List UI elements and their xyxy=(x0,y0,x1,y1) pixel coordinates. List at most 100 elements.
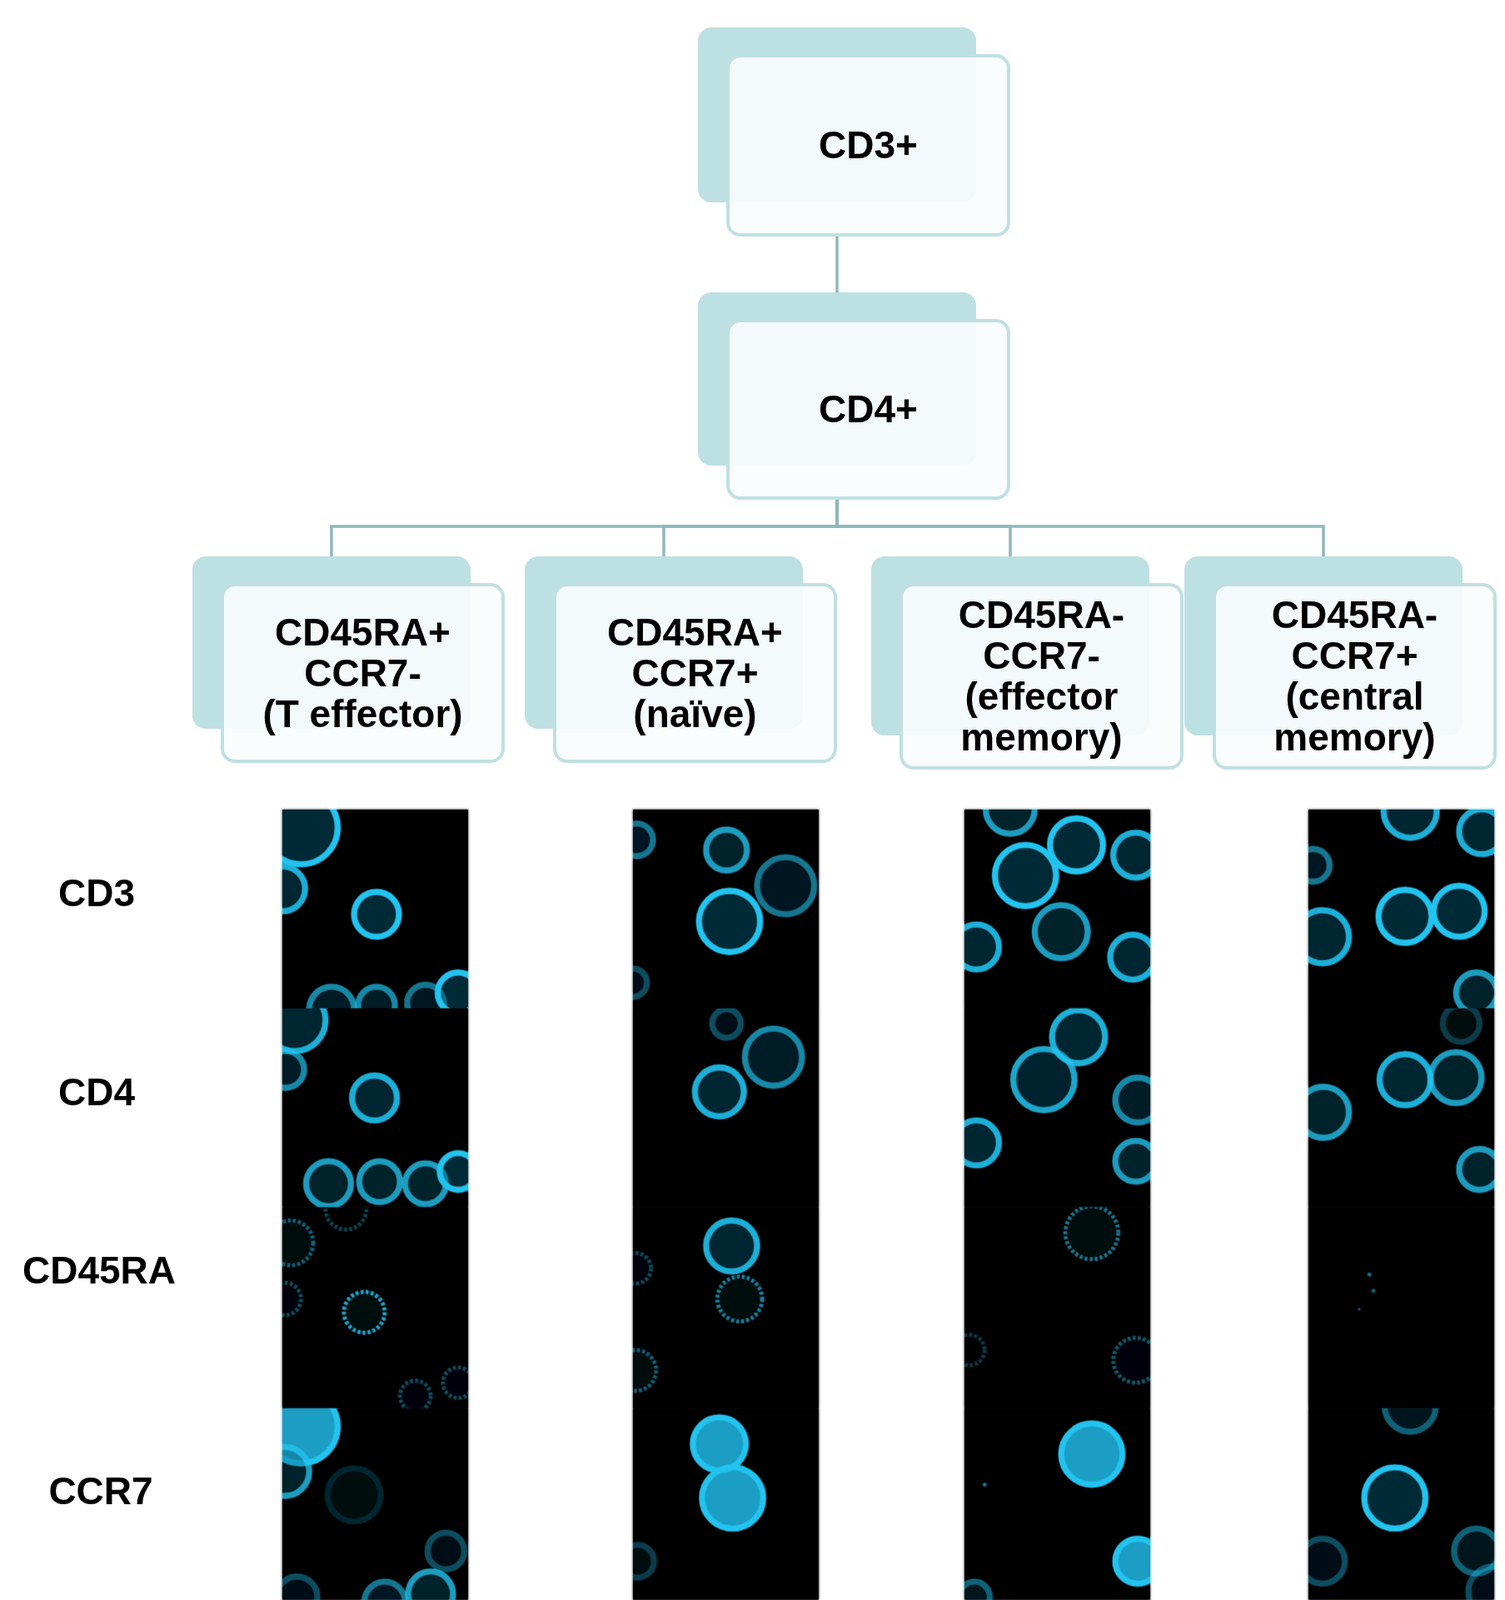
tree-box: CD45RA+ CCR7- (T effector) xyxy=(220,583,505,763)
text-line: (naïve) xyxy=(607,693,783,735)
cell xyxy=(1050,818,1104,873)
cell xyxy=(1296,848,1330,882)
micrograph-tile xyxy=(632,1007,819,1207)
text-line: memory) xyxy=(1271,717,1438,758)
box-label: CD45RA- CCR7+ (central memory) xyxy=(1271,594,1438,758)
cell xyxy=(1061,1423,1123,1486)
cell xyxy=(1115,1538,1161,1584)
micrograph-tile xyxy=(264,989,477,1207)
cell xyxy=(264,790,338,864)
cell xyxy=(694,1066,744,1117)
cell xyxy=(343,1291,385,1333)
text-line: memory) xyxy=(958,717,1125,758)
cell xyxy=(744,1028,803,1087)
tile-ground xyxy=(632,1408,819,1600)
box-label: CD45RA- CCR7- (effector memory) xyxy=(958,594,1125,758)
cell xyxy=(953,1120,999,1166)
cell xyxy=(698,891,761,953)
micrograph-tile xyxy=(959,1408,1161,1600)
cell xyxy=(1459,1148,1501,1190)
cell xyxy=(620,1252,652,1284)
tree-box: CD4+ xyxy=(726,318,1011,500)
tile-ground xyxy=(1308,1206,1495,1408)
box-label: CD45RA+ CCR7- (T effector) xyxy=(262,612,463,735)
box-content: CD45RA- CCR7- (effector memory) xyxy=(958,594,1125,758)
cell xyxy=(408,1571,454,1600)
cell xyxy=(1115,1077,1161,1123)
text-line: (T effector) xyxy=(262,693,463,735)
cell xyxy=(706,829,748,871)
tree-box: CD45RA+ CCR7+ (naïve) xyxy=(553,583,838,763)
cell xyxy=(439,1152,477,1190)
cell xyxy=(1459,809,1505,855)
text-line: (effector xyxy=(958,676,1125,718)
cell xyxy=(259,866,305,912)
cell xyxy=(1300,1538,1346,1584)
cell xyxy=(1297,1086,1349,1138)
tree-box: CD3+ xyxy=(726,54,1011,237)
micrograph-tile xyxy=(617,809,818,1009)
connector-group xyxy=(331,236,1324,584)
micrograph-tile xyxy=(1300,1380,1505,1600)
tree-box: CD45RA- CCR7+ (central memory) xyxy=(1212,583,1497,770)
cell xyxy=(717,1276,763,1322)
micrograph-tile xyxy=(953,1205,1158,1409)
cell xyxy=(327,1468,381,1522)
tile-ground xyxy=(632,1206,819,1408)
box-label: CD4+ xyxy=(818,388,918,430)
micrograph-tile xyxy=(1308,1206,1495,1408)
text-line: (central xyxy=(1271,676,1438,718)
box-content: CD4+ xyxy=(818,388,918,430)
cell xyxy=(363,1581,405,1600)
cell xyxy=(1433,885,1485,937)
speck xyxy=(1371,1288,1376,1293)
cell xyxy=(1115,1141,1157,1182)
cell xyxy=(1379,1054,1431,1106)
row-label: CCR7 xyxy=(48,1470,153,1512)
micrograph-tile xyxy=(953,1007,1160,1207)
row-label: CD45RA xyxy=(22,1250,176,1291)
cell xyxy=(1455,972,1497,1014)
micrograph-tile xyxy=(1295,784,1505,1013)
cell xyxy=(712,1009,741,1038)
cell xyxy=(620,823,653,857)
row-label: CD4 xyxy=(58,1071,135,1113)
cell xyxy=(757,857,815,915)
speck xyxy=(982,1482,987,1487)
cell xyxy=(1110,934,1156,980)
cell xyxy=(706,1220,758,1271)
cell xyxy=(353,892,399,937)
cell xyxy=(352,1075,398,1121)
cell xyxy=(358,1161,400,1202)
text-line: CCR7- xyxy=(958,635,1125,677)
text-line: CD45RA- xyxy=(958,594,1125,636)
box-content: CD3+ xyxy=(818,124,918,166)
cell xyxy=(959,1581,991,1600)
speck xyxy=(1367,1272,1372,1277)
box-label: CD3+ xyxy=(818,124,918,166)
cell xyxy=(1378,889,1432,943)
cell xyxy=(268,1220,314,1266)
cell xyxy=(399,1380,431,1412)
cell xyxy=(1383,784,1437,838)
cell xyxy=(1430,1051,1482,1103)
tree-box: CD45RA- CCR7- (effector memory) xyxy=(899,583,1184,770)
cell xyxy=(1364,1467,1426,1530)
cell xyxy=(1295,910,1350,964)
box-content: CD45RA- CCR7+ (central memory) xyxy=(1271,594,1438,758)
text-line: CD45RA- xyxy=(1271,594,1438,636)
cell xyxy=(994,844,1057,907)
cell xyxy=(692,1417,747,1471)
cell xyxy=(1468,1566,1505,1600)
cell xyxy=(615,1350,657,1391)
cell xyxy=(325,1188,367,1230)
cell xyxy=(438,972,479,1014)
row-label: CD3 xyxy=(58,872,135,914)
cell xyxy=(276,1576,318,1600)
cell xyxy=(985,784,1035,834)
cell xyxy=(953,1334,985,1366)
cell xyxy=(259,1446,309,1496)
